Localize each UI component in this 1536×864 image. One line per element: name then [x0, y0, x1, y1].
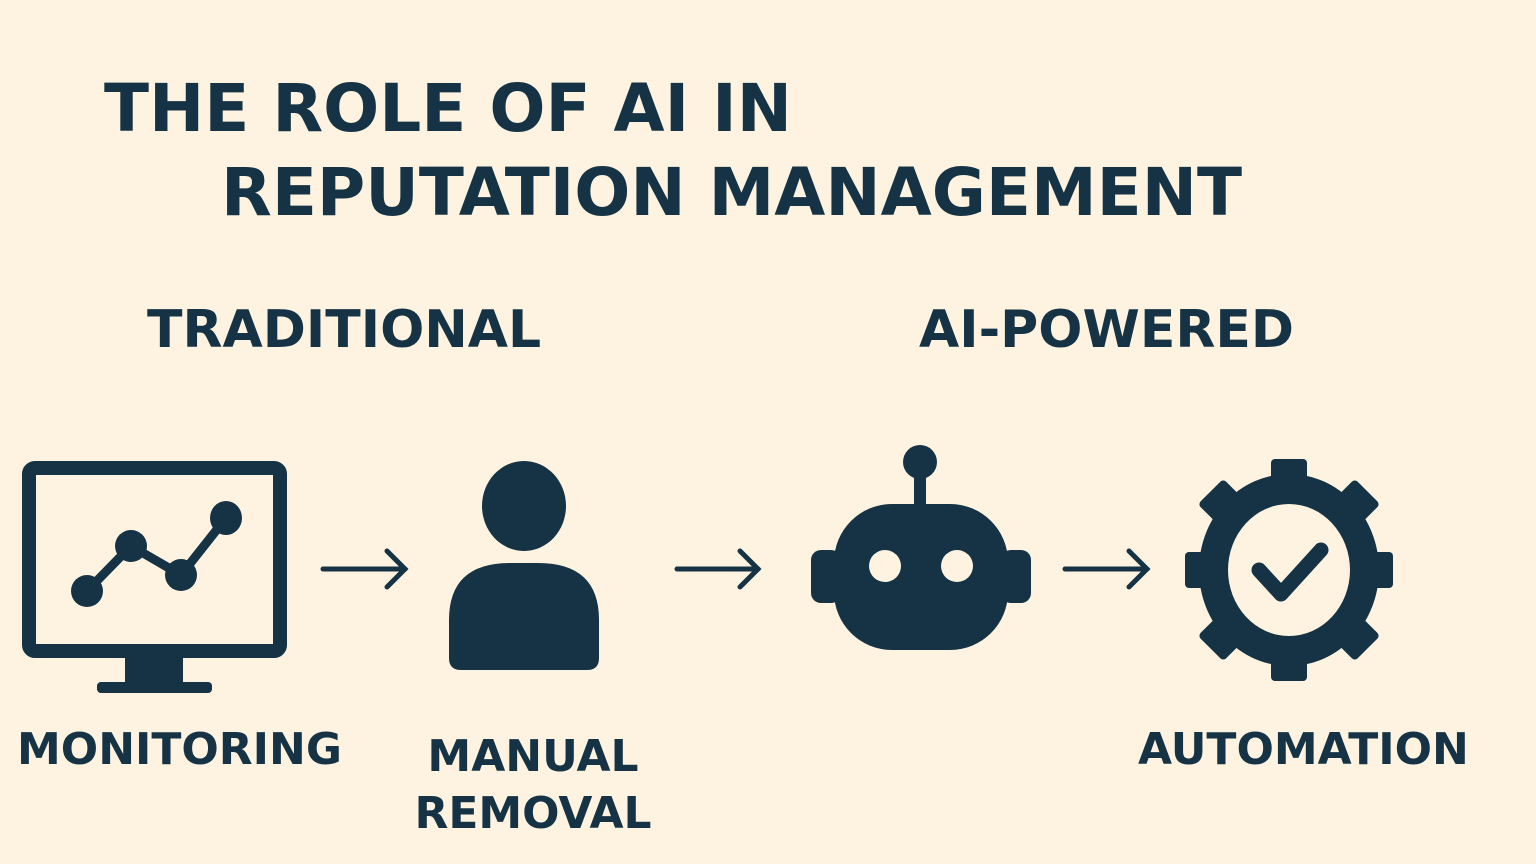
label-automation: AUTOMATION	[1138, 724, 1469, 775]
label-removal: REMOVAL	[414, 788, 652, 840]
section-ai-powered: AI-POWERED	[919, 300, 1295, 360]
arrow-icon	[320, 548, 1151, 590]
title-line-2: REPUTATION MANAGEMENT	[221, 154, 1242, 231]
monitor-chart-icon	[22, 461, 287, 693]
title-line-1: THE ROLE OF AI IN	[104, 70, 792, 147]
gear-check-icon	[1185, 459, 1393, 681]
label-manual-removal: MANUAL REMOVAL	[414, 728, 651, 842]
label-manual: MANUAL	[427, 731, 639, 782]
label-monitoring: MONITORING	[17, 724, 342, 775]
person-icon	[449, 461, 599, 670]
robot-icon	[811, 445, 1031, 650]
section-traditional: TRADITIONAL	[147, 300, 542, 360]
